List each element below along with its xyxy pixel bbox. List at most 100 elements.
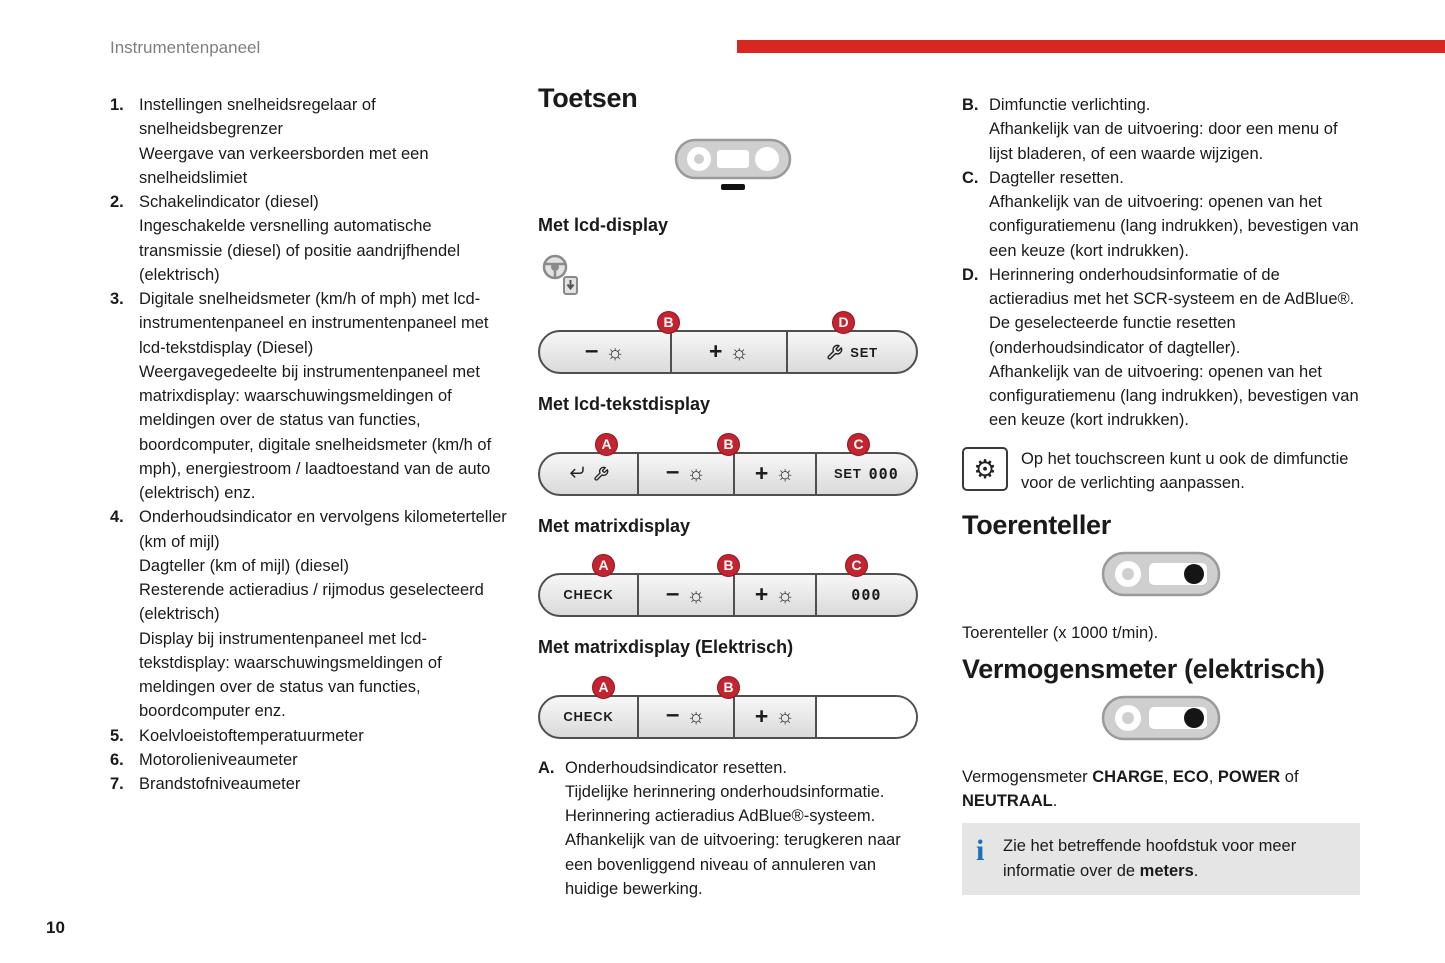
- section-title-vermogensmeter: Vermogensmeter (elektrisch): [962, 653, 1325, 684]
- list-number: 6.: [110, 750, 124, 769]
- list-item: 1. Instellingen snelheidsregelaar of sne…: [110, 93, 514, 190]
- list-number: 7.: [110, 775, 124, 793]
- caption-text: ,: [1163, 767, 1173, 786]
- button-panel: CHECK – ☼ + ☼: [538, 694, 918, 739]
- key-badge-a: A: [592, 675, 615, 699]
- key-badge-a: A: [592, 554, 615, 578]
- plus-icon: +: [754, 581, 769, 608]
- minus-icon: –: [666, 701, 680, 728]
- key-item-b: B. Dimfunctie verlichting. Afhankelijk v…: [962, 93, 1360, 166]
- brightness-icon: ☼: [775, 462, 795, 486]
- button-panel-lcd: B D – ☼ + ☼ SET: [538, 311, 918, 375]
- list-number: 5.: [110, 726, 124, 745]
- section-title-toerenteller: Toerenteller: [962, 510, 1111, 540]
- wrench-icon: [594, 466, 609, 481]
- brightness-icon: ☼: [605, 340, 625, 364]
- list-item: 6. Motorolieniveaumeter: [110, 748, 514, 772]
- list-number: 2.: [110, 193, 124, 211]
- caption-text: .: [1052, 791, 1058, 810]
- section-title-toetsen: Toetsen: [538, 83, 638, 113]
- list-item: 2. Schakelindicator (diesel) Ingeschakel…: [110, 190, 514, 287]
- key-letter: A.: [538, 758, 555, 777]
- subheading-lcd-display: Met lcd-display: [538, 214, 669, 235]
- key-text: Dimfunctie verlichting. Afhankelijk van …: [989, 96, 1338, 163]
- power-meter-cluster-icon: [1101, 695, 1221, 740]
- key-letter: C.: [962, 168, 979, 187]
- list-item: 7. Brandstofniveaumeter: [110, 772, 514, 796]
- brightness-down-button: – ☼: [540, 332, 672, 373]
- caption-text: Vermogensmeter: [962, 767, 1093, 786]
- counter-button: 000: [817, 575, 916, 615]
- list-text: Motorolieniveaumeter: [139, 750, 298, 769]
- middle-column: Toetsen Met lcd-display B: [538, 83, 928, 902]
- button-panel: – ☼ + ☼ SET 000: [538, 451, 918, 496]
- button-panel: CHECK – ☼ + ☼ 000: [538, 573, 918, 618]
- key-badge-b: B: [717, 432, 740, 456]
- plus-icon: +: [754, 702, 769, 729]
- mode-power: POWER: [1217, 767, 1281, 786]
- brightness-up-button: + ☼: [735, 575, 817, 616]
- instrument-cluster-icon-row: [538, 138, 928, 192]
- toerenteller-icon-row: [962, 551, 1360, 601]
- brightness-up-button: + ☼: [735, 696, 817, 737]
- steering-wheel-download-icon: [542, 254, 578, 296]
- key-badge-d: D: [832, 311, 855, 335]
- touchscreen-note: ⚙ Op het touchscreen kunt u ook de dimfu…: [962, 446, 1360, 496]
- back-button: [540, 453, 639, 494]
- list-text: Schakelindicator (diesel) Ingeschakelde …: [139, 193, 460, 284]
- key-text: Herinnering onderhoudsinformatie of de a…: [989, 265, 1359, 430]
- check-button: CHECK: [540, 575, 639, 616]
- brightness-down-button: – ☼: [639, 453, 735, 494]
- set-label: SET: [833, 466, 862, 482]
- key-badge-b: B: [717, 675, 740, 699]
- subheading-matrixdisplay-elektrisch: Met matrixdisplay (Elektrisch): [538, 637, 794, 658]
- accent-bar: [737, 40, 1445, 53]
- touchscreen-settings-icon: ⚙: [962, 446, 1008, 491]
- key-letter: B.: [962, 96, 979, 114]
- caption-text: of: [1280, 767, 1299, 786]
- list-item: 4. Onderhoudsindicator en vervolgens kil…: [110, 505, 514, 723]
- brightness-down-button: – ☼: [639, 575, 735, 616]
- list-number: 3.: [110, 290, 124, 308]
- list-item: 3. Digitale snelheidsmeter (km/h of mph)…: [110, 287, 514, 505]
- list-text: Digitale snelheidsmeter (km/h of mph) me…: [139, 290, 492, 502]
- wrench-icon: [827, 344, 843, 360]
- brightness-icon: ☼: [775, 583, 795, 607]
- key-badge-c: C: [847, 432, 870, 456]
- touchscreen-note-text: Op het touchscreen kunt u ook de dimfunc…: [1021, 449, 1349, 492]
- list-number: 4.: [110, 508, 124, 527]
- list-text: Koelvloeistoftemperatuurmeter: [139, 726, 364, 745]
- tachometer-cluster-icon: [1101, 551, 1221, 596]
- page-number: 10: [46, 918, 65, 937]
- toerenteller-caption: Toerenteller (x 1000 t/min).: [962, 623, 1159, 642]
- brightness-icon: ☼: [729, 340, 749, 364]
- button-panel-matrix: A B C CHECK – ☼ + ☼ 000: [538, 554, 918, 618]
- key-text: Onderhoudsindicator resetten. Tijdelijke…: [565, 758, 901, 898]
- check-label: CHECK: [563, 708, 614, 724]
- vermogensmeter-caption: Vermogensmeter CHARGE, ECO, POWER of NEU…: [962, 765, 1360, 814]
- list-item: 5. Koelvloeistoftemperatuurmeter: [110, 724, 514, 748]
- counter-label: 000: [868, 464, 899, 483]
- brightness-icon: ☼: [686, 705, 706, 728]
- button-panel-matrix-elektrisch: A B CHECK – ☼ + ☼: [538, 675, 918, 739]
- mode-neutraal: NEUTRAAL: [962, 791, 1053, 810]
- key-item-a: A. Onderhoudsindicator resetten. Tijdeli…: [538, 756, 928, 902]
- subheading-lcd-tekstdisplay: Met lcd-tekstdisplay: [538, 394, 711, 415]
- list-text: Onderhoudsindicator en vervolgens kilome…: [139, 508, 507, 721]
- gear-icon: ⚙: [973, 453, 997, 484]
- key-text: Dagteller resetten. Afhankelijk van de u…: [989, 168, 1359, 260]
- left-column: 1. Instellingen snelheidsregelaar of sne…: [110, 93, 514, 796]
- button-panel: – ☼ + ☼ SET: [538, 330, 918, 375]
- set-counter-button: SET 000: [817, 454, 916, 494]
- minus-icon: –: [666, 458, 680, 486]
- caption-text: ,: [1208, 767, 1218, 786]
- return-arrow-icon: [570, 466, 584, 478]
- key-badge-b: B: [657, 311, 680, 335]
- info-note: i Zie het betreffende hoofdstuk voor mee…: [962, 823, 1360, 895]
- vermogensmeter-icon-row: [962, 695, 1360, 745]
- brightness-icon: ☼: [775, 705, 795, 728]
- info-text: Zie het betreffende hoofdstuk voor meer …: [1003, 837, 1297, 880]
- subheading-matrixdisplay: Met matrixdisplay: [538, 515, 691, 536]
- instrument-cluster-icon: [674, 138, 792, 190]
